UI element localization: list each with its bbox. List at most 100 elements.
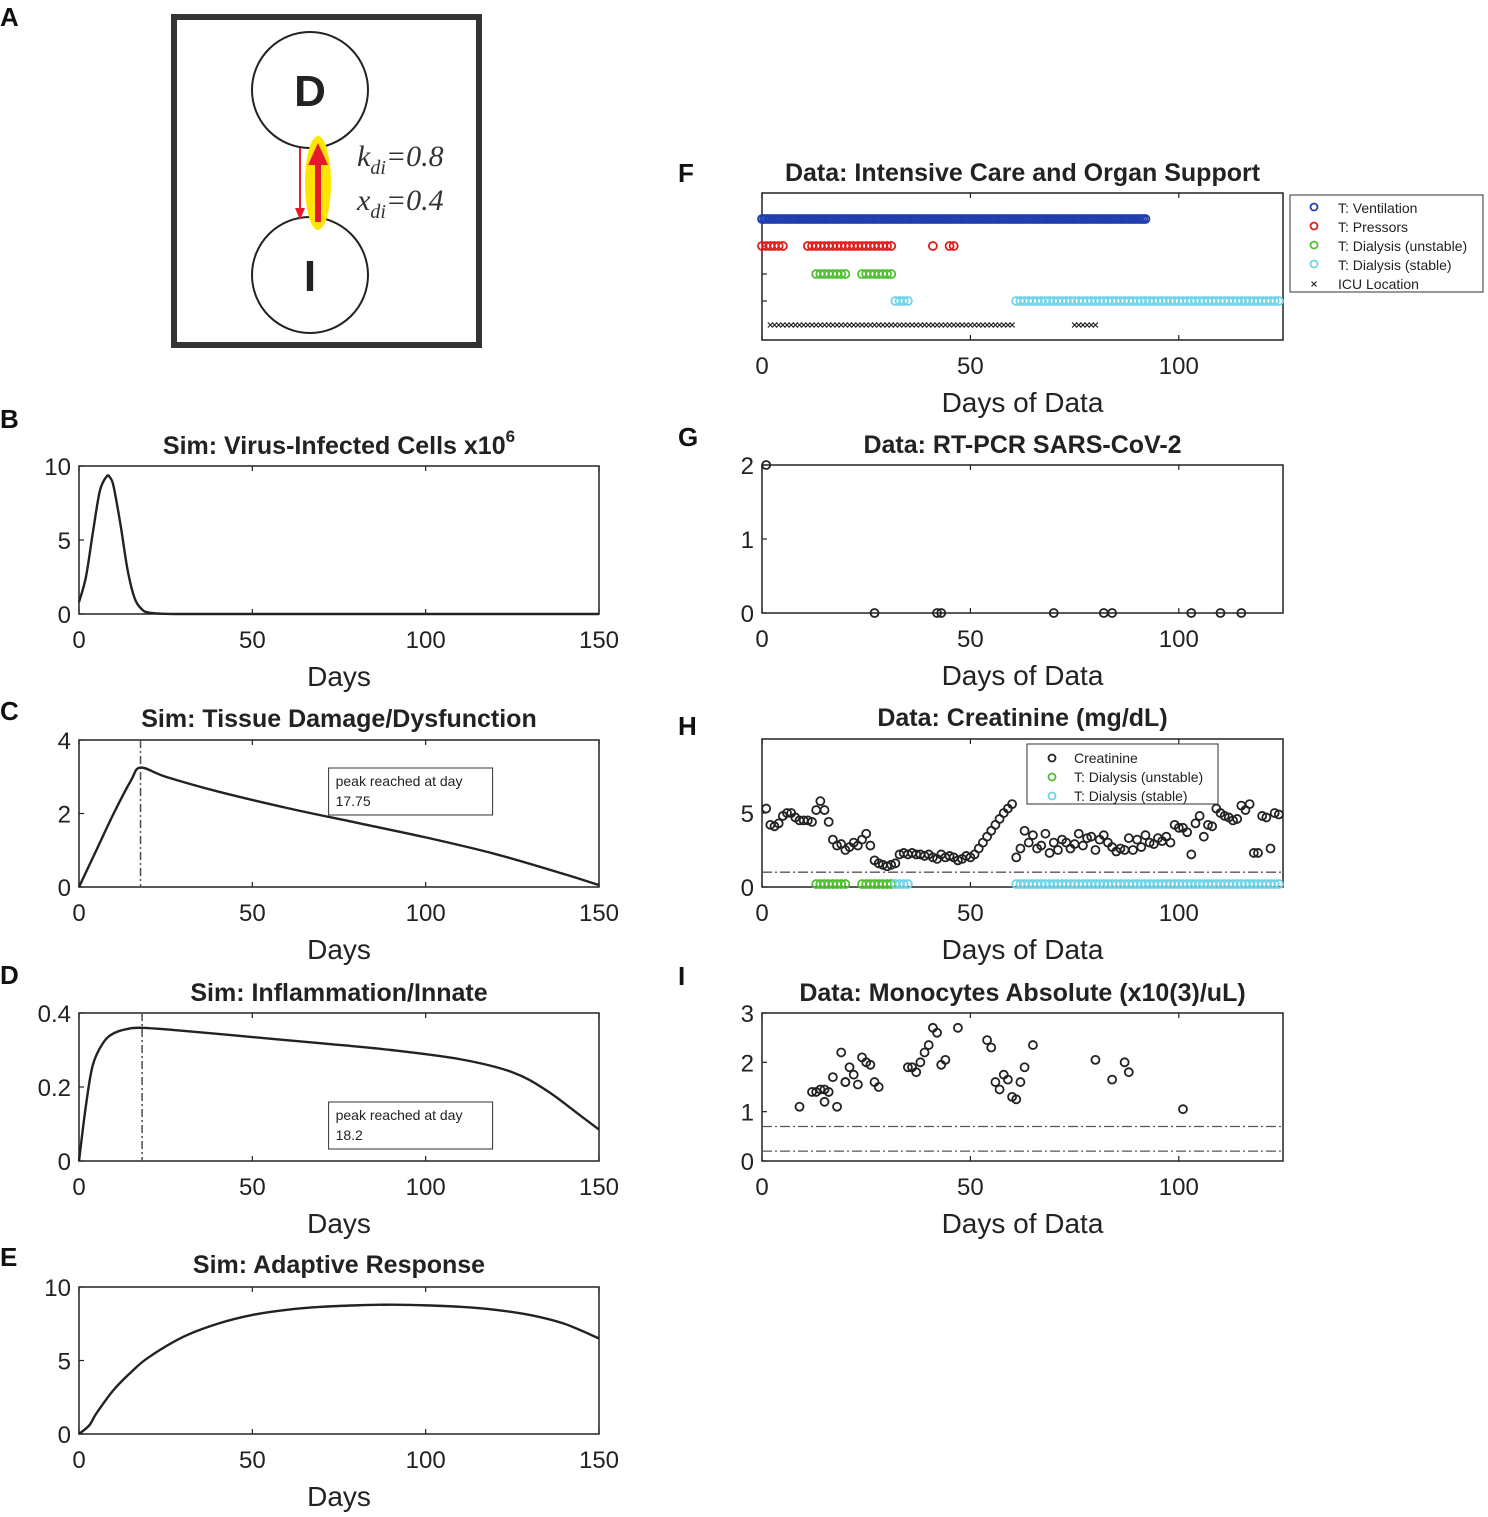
data-point-i bbox=[848, 1069, 859, 1080]
data-point-i bbox=[852, 1079, 863, 1090]
data-point-i bbox=[940, 1054, 951, 1065]
legend-marker-f bbox=[1309, 202, 1319, 212]
plot-frame-b bbox=[78, 465, 600, 615]
x-axis-label-b: Days bbox=[307, 661, 371, 692]
chart-title-text-g: Data: RT-PCR SARS-CoV-2 bbox=[863, 431, 1181, 459]
dialysis-unstable-point bbox=[836, 269, 847, 279]
data-point-i bbox=[994, 1084, 1005, 1095]
chart-title-superscript-b: 6 bbox=[506, 427, 515, 446]
data-point-i bbox=[873, 1082, 884, 1092]
x-tick-label-c: 50 bbox=[239, 900, 266, 927]
peak-annotation-box-c bbox=[328, 767, 494, 816]
creatinine-point bbox=[1098, 830, 1109, 841]
creatinine-point bbox=[1182, 827, 1193, 838]
dialysis-stable-point bbox=[898, 296, 909, 306]
creatinine-point bbox=[1128, 845, 1138, 855]
y-tick-label-d: 0.4 bbox=[38, 1001, 71, 1028]
dialysis-unstable-point bbox=[840, 269, 851, 279]
data-point-i bbox=[911, 1067, 922, 1078]
dialysis-unstable-point bbox=[836, 879, 847, 889]
creatinine-point bbox=[1248, 848, 1259, 858]
data-point-i bbox=[982, 1035, 992, 1046]
creatinine-point bbox=[1040, 828, 1051, 839]
chart-title-i: Data: Monocytes Absolute (x10(3)/uL) bbox=[799, 979, 1245, 1007]
peak-annotation-value-c: 17.75 bbox=[336, 793, 371, 809]
x-tick-label-f: 0 bbox=[755, 353, 768, 380]
data-point-i bbox=[1123, 1067, 1134, 1078]
data-point-i bbox=[1090, 1054, 1101, 1065]
data-point-g bbox=[936, 608, 947, 618]
pressors-point bbox=[777, 241, 788, 251]
creatinine-point bbox=[773, 818, 784, 829]
creatinine-point bbox=[1023, 837, 1034, 848]
x-tick-label-h: 100 bbox=[1159, 900, 1199, 927]
x-tick-label-e: 100 bbox=[406, 1447, 446, 1474]
dialysis-stable-point bbox=[898, 879, 909, 889]
chart-title-g: Data: RT-PCR SARS-CoV-2 bbox=[863, 431, 1181, 459]
panel-letter-d: D bbox=[0, 960, 19, 990]
creatinine-point bbox=[1194, 811, 1205, 821]
legend-label-f: T: Ventilation bbox=[1338, 200, 1417, 216]
data-point-i bbox=[1178, 1104, 1188, 1115]
pressors-point bbox=[948, 241, 959, 251]
creatinine-point bbox=[1036, 840, 1047, 851]
creatinine-point bbox=[1244, 799, 1255, 810]
legend-marker-h bbox=[1047, 772, 1057, 782]
y-tick-label-d: 0.2 bbox=[38, 1075, 71, 1102]
data-point-i bbox=[902, 1062, 913, 1073]
x-axis-label-g: Days of Data bbox=[942, 660, 1104, 691]
creatinine-point bbox=[1019, 825, 1030, 836]
data-point-g bbox=[932, 608, 942, 618]
data-point-i bbox=[819, 1096, 830, 1107]
panel-letter-c: C bbox=[0, 696, 19, 726]
dialysis-unstable-point bbox=[886, 269, 897, 279]
chart-title-text-e: Sim: Adaptive Response bbox=[193, 1251, 485, 1279]
panel-letter-e: E bbox=[0, 1242, 17, 1272]
y-tick-label-e: 10 bbox=[44, 1275, 71, 1302]
x-tick-label-b: 100 bbox=[406, 627, 446, 654]
chart-title-text-i: Data: Monocytes Absolute (x10(3)/uL) bbox=[799, 979, 1245, 1007]
y-tick-label-g: 2 bbox=[741, 453, 754, 480]
peak-annotation-value-d: 18.2 bbox=[336, 1127, 363, 1143]
x-axis-label-h: Days of Data bbox=[942, 934, 1104, 965]
data-point-i bbox=[923, 1040, 934, 1050]
x-tick-label-c: 150 bbox=[579, 900, 619, 927]
peak-annotation-label-d: peak reached at day bbox=[336, 1107, 463, 1123]
data-point-i bbox=[952, 1022, 963, 1033]
panel-letter-f: F bbox=[678, 158, 694, 188]
creatinine-point bbox=[782, 808, 792, 818]
creatinine-point bbox=[1086, 831, 1097, 842]
node-i-label: I bbox=[304, 252, 316, 301]
x-tick-label-d: 100 bbox=[406, 1174, 446, 1201]
y-tick-label-c: 2 bbox=[58, 802, 71, 829]
creatinine-point bbox=[1198, 831, 1209, 842]
creatinine-point bbox=[1165, 837, 1176, 848]
panel-letter-g: G bbox=[678, 422, 698, 452]
chart-title-text-h: Data: Creatinine (mg/dL) bbox=[877, 704, 1167, 732]
creatinine-point bbox=[1053, 845, 1063, 855]
legend-marker-h bbox=[1047, 753, 1057, 763]
creatinine-point bbox=[1090, 845, 1101, 855]
x-tick-label-h: 0 bbox=[755, 900, 768, 927]
legend-label-f: T: Dialysis (stable) bbox=[1338, 257, 1452, 273]
plot-frame-f bbox=[761, 192, 1284, 341]
data-point-i bbox=[836, 1047, 847, 1058]
y-tick-label-e: 5 bbox=[58, 1349, 71, 1376]
y-tick-label-e: 0 bbox=[58, 1422, 71, 1449]
creatinine-point bbox=[1173, 822, 1184, 833]
x-tick-label-i: 50 bbox=[957, 1174, 984, 1201]
legend-marker-f bbox=[1311, 281, 1317, 287]
chart-title-text-d: Sim: Inflammation/Innate bbox=[190, 979, 487, 1007]
y-tick-label-h: 5 bbox=[741, 801, 754, 828]
data-point-g bbox=[1186, 608, 1197, 618]
x-tick-label-f: 100 bbox=[1159, 353, 1199, 380]
creatinine-point bbox=[1048, 837, 1059, 848]
x-tick-label-e: 150 bbox=[579, 1447, 619, 1474]
data-point-i bbox=[827, 1072, 838, 1083]
